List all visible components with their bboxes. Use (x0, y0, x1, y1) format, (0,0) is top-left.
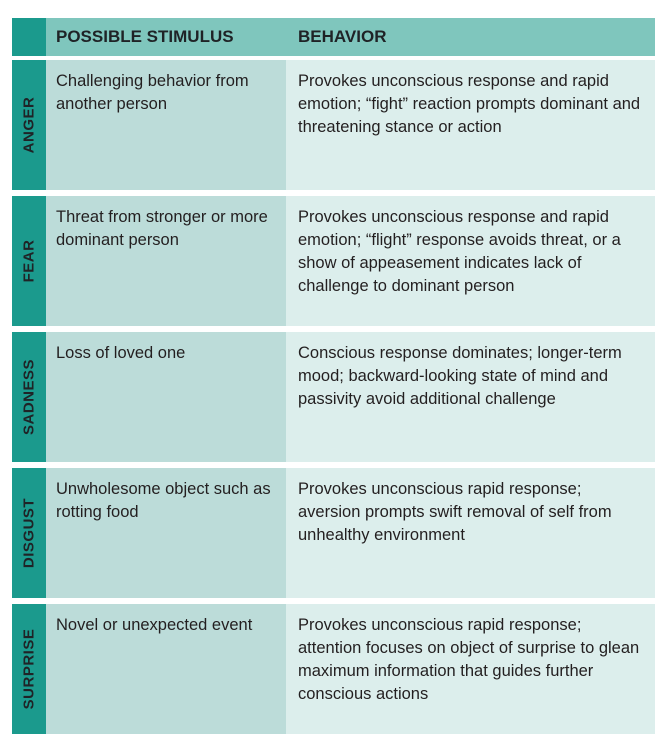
table-row: FEAR Threat from stronger or more domina… (12, 196, 655, 326)
emotion-text: FEAR (20, 239, 38, 283)
behavior-cell: Provokes unconscious response and rapid … (286, 60, 655, 190)
table-header: POSSIBLE STIMULUS BEHAVIOR (12, 18, 655, 56)
behavior-cell: Provokes unconscious rapid response; ave… (286, 468, 655, 598)
table-row: SADNESS Loss of loved one Conscious resp… (12, 332, 655, 462)
behavior-cell: Provokes unconscious response and rapid … (286, 196, 655, 326)
emotion-label: ANGER (12, 60, 46, 190)
table-row: SURPRISE Novel or unexpected event Provo… (12, 604, 655, 734)
emotion-text: SADNESS (20, 358, 38, 436)
emotion-behavior-table: POSSIBLE STIMULUS BEHAVIOR ANGER Challen… (12, 18, 655, 734)
header-behavior: BEHAVIOR (286, 18, 655, 56)
stimulus-cell: Unwholesome object such as rotting food (46, 468, 286, 598)
header-stimulus: POSSIBLE STIMULUS (46, 18, 286, 56)
table-row: DISGUST Unwholesome object such as rotti… (12, 468, 655, 598)
emotion-label: SADNESS (12, 332, 46, 462)
emotion-text: ANGER (20, 96, 38, 154)
stimulus-cell: Novel or unexpected event (46, 604, 286, 734)
emotion-label: SURPRISE (12, 604, 46, 734)
header-corner (12, 18, 46, 56)
emotion-text: SURPRISE (20, 628, 38, 710)
emotion-text: DISGUST (20, 497, 38, 569)
table-row: ANGER Challenging behavior from another … (12, 60, 655, 190)
stimulus-cell: Loss of loved one (46, 332, 286, 462)
behavior-cell: Conscious response dominates; longer-ter… (286, 332, 655, 462)
behavior-cell: Provokes unconscious rapid response; att… (286, 604, 655, 734)
emotion-label: DISGUST (12, 468, 46, 598)
stimulus-cell: Threat from stronger or more dominant pe… (46, 196, 286, 326)
stimulus-cell: Challenging behavior from another person (46, 60, 286, 190)
emotion-label: FEAR (12, 196, 46, 326)
